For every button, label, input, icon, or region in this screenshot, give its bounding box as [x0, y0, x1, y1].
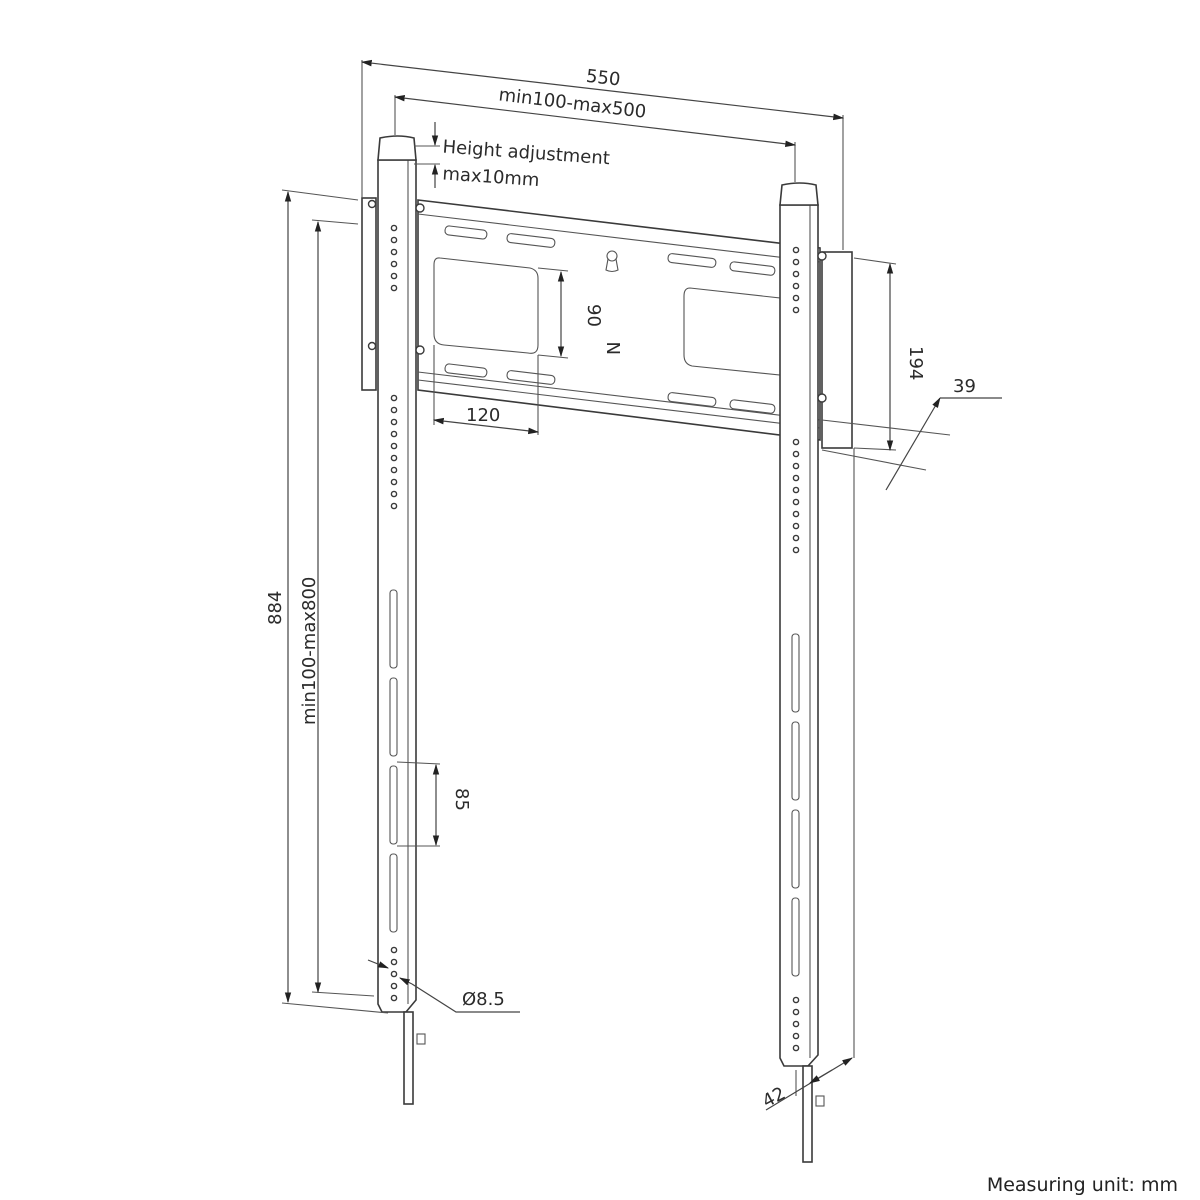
- hole-diameter-label: Ø8.5: [462, 989, 505, 1010]
- brand-logo-icon: N: [604, 342, 625, 355]
- wall-plate: N: [417, 199, 821, 441]
- dim-height-adjustment: Height adjustment max10mm: [414, 122, 611, 191]
- plate-slots: [444, 225, 776, 414]
- vesa-width-label: min100-max500: [498, 84, 648, 122]
- right-rail-holes: [792, 246, 800, 1052]
- right-rail-slots: [791, 633, 800, 977]
- dim-rail-slot-pitch: 85: [396, 761, 472, 847]
- dim-plate-slot-width: 120: [432, 345, 540, 435]
- dim-depth: 39: [821, 376, 1002, 491]
- dim-plate-slot-height: 90: [537, 267, 604, 359]
- measuring-unit-note: Measuring unit: mm: [986, 1174, 1178, 1196]
- overall-height-label: 884: [265, 591, 286, 625]
- brand-tag-left: [416, 1033, 426, 1045]
- rail-slot-pitch-label: 85: [451, 788, 472, 811]
- brand-tag-right: [815, 1095, 825, 1107]
- plate-cutout-right: [683, 287, 781, 376]
- dim-vesa-height: min100-max800: [299, 219, 375, 997]
- depth-label: 39: [953, 376, 976, 397]
- left-rail: [361, 135, 426, 1105]
- dim-overall-height: 884: [265, 189, 389, 1014]
- plate-cutout-left: [433, 257, 539, 354]
- height-adjustment-value: max10mm: [442, 163, 540, 191]
- keyhole-icon: [605, 250, 619, 273]
- left-rail-holes: [390, 224, 398, 1002]
- plate-height-label: 194: [905, 346, 926, 380]
- overall-width-label: 550: [585, 66, 622, 91]
- plate-slot-height-label: 90: [583, 304, 604, 327]
- vesa-height-label: min100-max800: [299, 577, 320, 725]
- dim-hole-diameter: Ø8.5: [367, 959, 520, 1013]
- left-rail-slots: [389, 589, 398, 933]
- plate-slot-width-label: 120: [466, 405, 500, 426]
- dim-plate-height: 194: [853, 257, 926, 452]
- right-rail: [779, 182, 853, 1163]
- screws: [367, 199, 827, 403]
- rail-width-label: 42: [759, 1083, 789, 1112]
